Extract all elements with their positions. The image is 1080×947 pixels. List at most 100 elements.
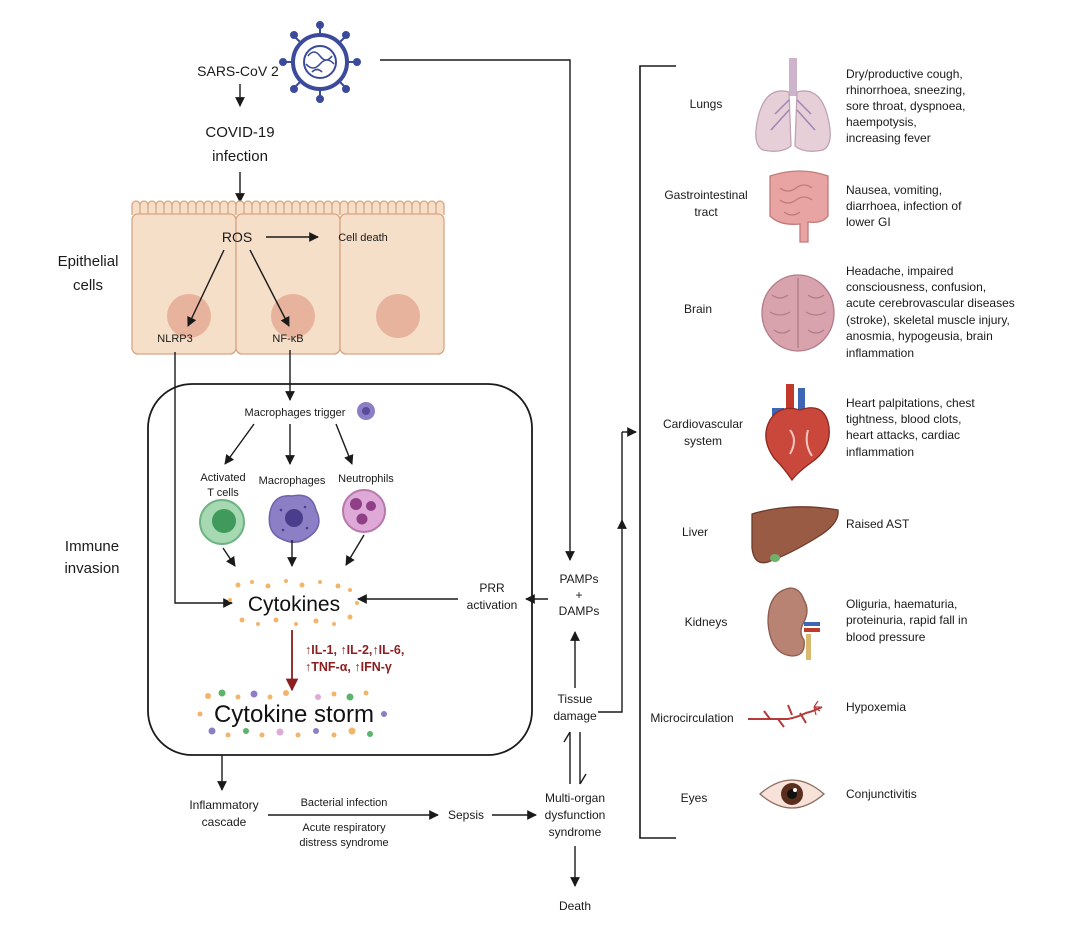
macrophage-trigger-icon — [357, 402, 375, 420]
epithelial-cells — [131, 200, 445, 355]
cytokine-storm-particles — [197, 689, 387, 738]
symptoms-lungs: Dry/productive cough, rhinorrhoea, sneez… — [846, 67, 965, 145]
svg-text:sore throat, dyspnoea,: sore throat, dyspnoea, — [846, 99, 965, 113]
ros-label: ROS — [222, 229, 252, 245]
organ-name-microcirculation: Microcirculation — [650, 711, 733, 725]
pamps-label-line1: PAMPs — [559, 572, 598, 586]
svg-text:inflammation: inflammation — [846, 346, 914, 360]
organ-name-lungs: Lungs — [690, 97, 723, 111]
infection-label-line2: infection — [212, 148, 268, 165]
svg-text:Headache, impaired: Headache, impaired — [846, 264, 953, 278]
symptoms-kidneys: Oliguria, haematuria, proteinuria, rapid… — [846, 597, 967, 644]
cytokine-storm-label: Cytokine storm — [214, 701, 374, 728]
immune-invasion-box — [147, 383, 533, 756]
organ-name-gi-line2: tract — [694, 205, 718, 219]
organ-name-kidneys: Kidneys — [685, 615, 728, 629]
svg-text:(stroke), skeletal muscle inju: (stroke), skeletal muscle injury, — [846, 313, 1010, 327]
cytokines-label: Cytokines — [248, 593, 340, 616]
inflammatory-cascade-label-line1: Inflammatory — [189, 798, 258, 812]
svg-text:lower GI: lower GI — [846, 215, 891, 229]
svg-text:rhinorrhoea, sneezing,: rhinorrhoea, sneezing, — [846, 83, 965, 97]
symptoms-cardio: Heart palpitations, chest tightness, blo… — [846, 396, 975, 459]
svg-text:heart attacks, cardiac: heart attacks, cardiac — [846, 428, 960, 442]
blood-vessel-icon — [748, 700, 823, 728]
organ-name-cardio-line1: Cardiovascular — [663, 417, 743, 431]
nucleus — [376, 294, 420, 338]
virus-label: SARS-CoV 2 — [197, 63, 279, 79]
svg-text:Oliguria, haematuria,: Oliguria, haematuria, — [846, 597, 957, 611]
neutrophil-icon — [342, 489, 386, 533]
svg-text:Heart palpitations, chest: Heart palpitations, chest — [846, 396, 975, 410]
t-cells-label-line1: Activated — [200, 472, 245, 484]
cytokine-particles — [228, 579, 359, 626]
nfkb-label: NF-κB — [272, 333, 303, 345]
symptoms-liver: Raised AST — [846, 517, 910, 531]
organ-name-cardio-line2: system — [684, 434, 722, 448]
svg-text:Nausea, vomiting,: Nausea, vomiting, — [846, 183, 942, 197]
cytokine-markers-line1: ↑IL-1, ↑IL-2,↑IL-6, — [305, 643, 404, 657]
svg-text:proteinuria, rapid fall in: proteinuria, rapid fall in — [846, 613, 967, 627]
intestine-icon — [769, 170, 829, 243]
virus-icon — [279, 21, 361, 103]
svg-text:blood pressure: blood pressure — [846, 630, 926, 644]
liver-icon — [751, 506, 839, 564]
epithelial-label-line1: Epithelial — [58, 253, 119, 270]
mods-label-line2: dysfunction — [545, 808, 606, 822]
organ-name-brain: Brain — [684, 302, 712, 316]
kidney-icon — [767, 587, 820, 660]
death-label: Death — [559, 899, 591, 913]
pamps-label-line3: DAMPs — [559, 604, 600, 618]
heart-icon — [765, 384, 830, 482]
ards-label-line1: Acute respiratory — [302, 822, 386, 834]
organ-name-gi-line1: Gastrointestinal — [664, 188, 747, 202]
cell-death-label: Cell death — [338, 232, 388, 244]
bacterial-infection-label: Bacterial infection — [301, 797, 388, 809]
eye-icon — [759, 779, 825, 809]
organ-name-liver: Liver — [682, 525, 708, 539]
macrophage-trigger-label: Macrophages trigger — [245, 407, 346, 419]
nlrp3-label: NLRP3 — [157, 333, 192, 345]
svg-text:haempotysis,: haempotysis, — [846, 115, 917, 129]
macrophages-label: Macrophages — [259, 475, 326, 487]
svg-text:inflammation: inflammation — [846, 445, 914, 459]
prr-activation-label-line1: PRR — [479, 581, 505, 595]
epithelial-label-line2: cells — [73, 277, 103, 294]
tissue-damage-label-line2: damage — [553, 709, 597, 723]
svg-text:diarrhoea, infection of: diarrhoea, infection of — [846, 199, 962, 213]
cytokine-markers-line2: ↑TNF-α, ↑IFN-γ — [305, 660, 392, 674]
neutrophils-label: Neutrophils — [338, 473, 394, 485]
t-cell-icon — [199, 499, 245, 545]
nucleus — [167, 294, 211, 338]
infection-label-line1: COVID-19 — [205, 124, 274, 141]
inflammatory-cascade-label-line2: cascade — [202, 815, 247, 829]
immune-label-line2: invasion — [64, 560, 119, 577]
t-cells-label-line2: T cells — [207, 487, 239, 499]
equilibrium-arrows — [563, 731, 587, 785]
tissue-damage-label-line1: Tissue — [558, 692, 593, 706]
symptoms-gi: Nausea, vomiting, diarrhoea, infection o… — [846, 183, 962, 229]
sepsis-label: Sepsis — [448, 808, 484, 822]
lungs-icon — [755, 58, 831, 152]
macrophage-icon — [268, 494, 320, 543]
symptoms-eyes: Conjunctivitis — [846, 787, 917, 801]
svg-text:acute cerebrovascular diseases: acute cerebrovascular diseases — [846, 296, 1015, 310]
mods-label-line1: Multi-organ — [545, 791, 605, 805]
symptoms-brain: Headache, impaired consciousness, confus… — [846, 264, 1015, 360]
svg-text:increasing fever: increasing fever — [846, 131, 931, 145]
svg-text:Dry/productive cough,: Dry/productive cough, — [846, 67, 963, 81]
mods-label-line3: syndrome — [549, 825, 602, 839]
symptoms-microcirculation: Hypoxemia — [846, 700, 906, 714]
organ-name-eyes: Eyes — [681, 791, 708, 805]
brain-icon — [761, 274, 835, 352]
svg-text:tightness, blood clots,: tightness, blood clots, — [846, 412, 961, 426]
immune-label-line1: Immune — [65, 538, 119, 555]
svg-text:anosmia, hypogeusia, brain: anosmia, hypogeusia, brain — [846, 329, 993, 343]
prr-activation-label-line2: activation — [467, 598, 518, 612]
nucleus — [271, 294, 315, 338]
pamps-label-line2: + — [575, 588, 582, 602]
ards-label-line2: distress syndrome — [299, 837, 388, 849]
svg-text:consciousness, confusion,: consciousness, confusion, — [846, 280, 986, 294]
organ-bracket — [639, 65, 676, 839]
